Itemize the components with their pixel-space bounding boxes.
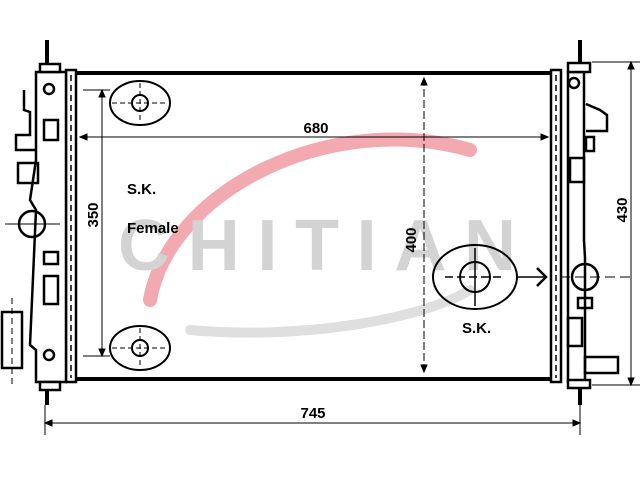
dimension-745: 745 xyxy=(300,405,325,422)
label-female: Female xyxy=(127,220,179,237)
dimension-680: 680 xyxy=(303,120,328,137)
connector-bottom-left xyxy=(109,325,171,371)
watermark-swoosh-gray xyxy=(185,285,475,338)
left-tank xyxy=(0,40,78,405)
label-sk-right: S.K. xyxy=(462,320,491,337)
dimension-430: 430 xyxy=(614,197,631,222)
right-tank xyxy=(549,40,632,405)
dimension-lines xyxy=(43,60,640,435)
dimension-350: 350 xyxy=(85,202,102,227)
connector-top-left xyxy=(109,80,171,126)
connector-right xyxy=(432,244,548,310)
watermark-swoosh xyxy=(143,132,477,307)
radiator-core xyxy=(68,71,556,381)
label-sk-left: S.K. xyxy=(127,181,156,198)
dimension-400: 400 xyxy=(403,227,420,252)
